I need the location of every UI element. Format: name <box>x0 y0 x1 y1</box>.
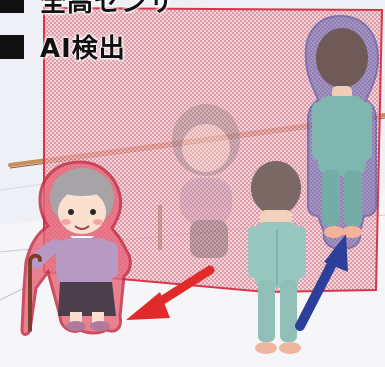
elderly-woman <box>20 160 132 336</box>
walking-cane-icon <box>28 253 42 332</box>
legend-label-ai-detection: AI検出 <box>40 34 126 64</box>
legend-item-ai-detection: AI検出 <box>0 28 126 65</box>
legend-square-icon <box>0 34 24 59</box>
person-back-middle <box>248 161 306 354</box>
legend-item-full-height-sensor: 全高センサ <box>0 0 175 19</box>
arrow-up-right-icon <box>295 234 348 331</box>
legend-label-full-height-sensor: 全高センサ <box>40 0 176 18</box>
person-back-right <box>304 14 380 250</box>
detection-area <box>44 8 382 292</box>
legend-square-icon <box>0 0 24 13</box>
arrow-down-left-icon <box>126 265 215 320</box>
ghost-person <box>158 104 240 258</box>
